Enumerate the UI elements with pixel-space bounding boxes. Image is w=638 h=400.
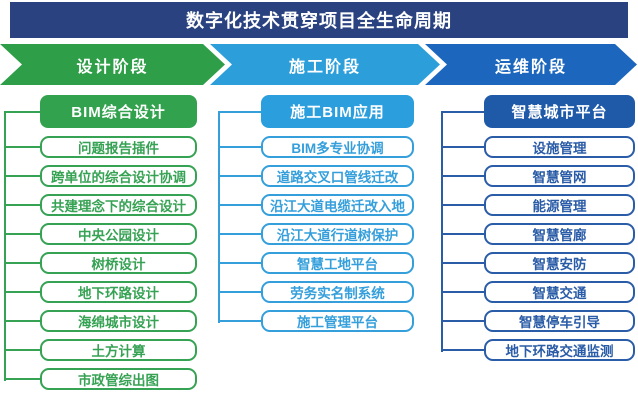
operation-item: 设施管理 (484, 136, 635, 158)
column-operation: 智慧城市平台 设施管理 智慧管网 能源管理 智慧管廊 智慧安防 智慧交通 智慧停… (484, 95, 635, 368)
column-header-operation: 智慧城市平台 (484, 95, 635, 128)
column-header-construction: 施工BIM应用 (261, 95, 414, 128)
connector-spine-operation (441, 111, 443, 352)
operation-item: 智慧交通 (484, 281, 635, 303)
operation-item: 智慧管廊 (484, 223, 635, 245)
diagram-title: 数字化技术贯穿项目全生命周期 (186, 11, 452, 31)
construction-item: 沿江大道电缆迁改入地 (261, 194, 414, 216)
diagram-title-bar: 数字化技术贯穿项目全生命周期 (10, 2, 628, 38)
connector-spine-design (4, 111, 6, 381)
construction-item: 智慧工地平台 (261, 252, 414, 274)
phase-arrow-construction: 施工阶段 (210, 44, 440, 85)
phase-arrow-design: 设计阶段 (0, 44, 225, 85)
phase-label-design: 设计阶段 (76, 58, 149, 76)
construction-item: 沿江大道行道树保护 (261, 223, 414, 245)
design-item: 中央公园设计 (40, 223, 197, 245)
design-item: 问题报告插件 (40, 136, 197, 158)
design-item: 市政管综出图 (40, 368, 197, 390)
design-item: 树桥设计 (40, 252, 197, 274)
design-item: 土方计算 (40, 339, 197, 361)
construction-item: 施工管理平台 (261, 310, 414, 332)
construction-item: 劳务实名制系统 (261, 281, 414, 303)
construction-item: 道路交叉口管线迁改 (261, 165, 414, 187)
operation-item: 智慧安防 (484, 252, 635, 274)
column-construction: 施工BIM应用 BIM多专业协调 道路交叉口管线迁改 沿江大道电缆迁改入地 沿江… (261, 95, 414, 339)
design-item: 跨单位的综合设计协调 (40, 165, 197, 187)
operation-item: 地下环路交通监测 (484, 339, 635, 361)
phase-label-construction: 施工阶段 (288, 58, 361, 76)
column-design: BIM综合设计 问题报告插件 跨单位的综合设计协调 共建理念下的综合设计 中央公… (40, 95, 197, 397)
design-item: 海绵城市设计 (40, 310, 197, 332)
construction-item: BIM多专业协调 (261, 136, 414, 158)
phase-arrow-operation: 运维阶段 (425, 44, 637, 85)
operation-item: 智慧管网 (484, 165, 635, 187)
design-item: 共建理念下的综合设计 (40, 194, 197, 216)
phase-label-operation: 运维阶段 (494, 58, 567, 76)
connector-spine-construction (218, 111, 220, 323)
operation-item: 能源管理 (484, 194, 635, 216)
column-header-design: BIM综合设计 (40, 95, 197, 128)
operation-item: 智慧停车引导 (484, 310, 635, 332)
design-item: 地下环路设计 (40, 281, 197, 303)
